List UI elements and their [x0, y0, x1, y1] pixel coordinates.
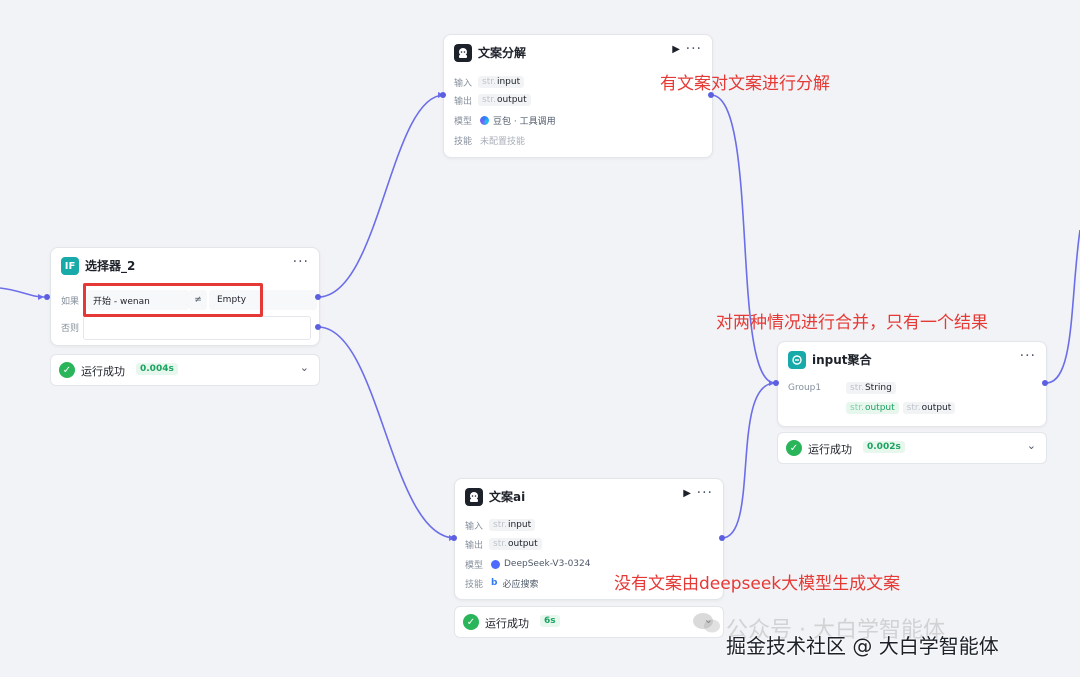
annotation-merge: 对两种情况进行合并，只有一个结果	[716, 313, 988, 333]
llm-node-split[interactable]: 文案分解 ▶ ··· 输入 str.input 输出 str.output 模型…	[443, 34, 713, 158]
edge-selector-split	[317, 94, 445, 298]
more-icon[interactable]: ···	[1019, 348, 1036, 364]
input-row: 输入 str.input	[454, 74, 525, 90]
group-vars-row: str.output str.output	[844, 400, 956, 416]
input-row: 输入 str.input	[465, 517, 536, 533]
port-merge-out[interactable]	[1042, 380, 1048, 386]
input-tag: str.input	[489, 519, 536, 531]
group-row: Group1 str.String	[788, 380, 896, 396]
merge-node[interactable]: input聚合 ··· Group1 str.String str.output…	[777, 341, 1047, 427]
port-selector-in[interactable]	[44, 294, 50, 300]
selector-node[interactable]: IF 选择器_2 ··· 如果 开始 - wenan ≠ Empty 否则	[50, 247, 320, 346]
check-icon: ✓	[59, 362, 75, 378]
edge-ai-merge	[721, 382, 776, 539]
chevron-down-icon[interactable]: ⌄	[704, 613, 713, 626]
annotation-ai: 没有文案由deepseek大模型生成文案	[614, 574, 901, 594]
skill-row: 技能 未配置技能	[454, 136, 526, 147]
condition-value[interactable]: Empty	[209, 290, 317, 310]
merge-icon	[788, 351, 806, 369]
else-row: 否则	[61, 323, 80, 334]
input-tag: str.input	[478, 76, 525, 88]
arrow-selector	[38, 294, 44, 300]
ai-status-bar[interactable]: ✓ 运行成功 6s ⌄	[454, 606, 724, 638]
robot-icon	[454, 44, 472, 62]
else-box[interactable]	[83, 316, 311, 340]
model-row: 模型 DeepSeek-V3-0324	[465, 559, 591, 571]
var-tag-selected[interactable]: str.output	[846, 402, 899, 414]
node-title: input聚合	[812, 353, 872, 367]
var-tag[interactable]: str.output	[902, 402, 956, 414]
if-icon: IF	[61, 257, 79, 275]
node-title: 文案分解	[478, 46, 527, 60]
selector-status-bar[interactable]: ✓ 运行成功 0.004s ⌄	[50, 354, 320, 386]
watermark-wechat: 公众号 · 大白学智能体	[726, 618, 945, 643]
output-tag: str.output	[489, 538, 542, 550]
condition-field[interactable]: 开始 - wenan	[87, 290, 189, 310]
output-tag: str.output	[478, 94, 531, 106]
if-row: 如果	[61, 296, 80, 307]
edge-merge-out	[1045, 229, 1080, 384]
play-icon[interactable]: ▶	[672, 44, 680, 55]
port-merge-in[interactable]	[773, 380, 779, 386]
check-icon: ✓	[463, 614, 479, 630]
more-icon[interactable]: ···	[292, 254, 309, 270]
port-split-in[interactable]	[440, 92, 446, 98]
node-header: 文案分解 ▶ ···	[444, 35, 712, 71]
node-header: input聚合 ···	[778, 342, 1046, 378]
output-row: 输出 str.output	[465, 536, 542, 552]
deepseek-icon	[491, 559, 500, 569]
port-split-out[interactable]	[708, 92, 714, 98]
port-ai-out[interactable]	[719, 535, 725, 541]
port-selector-else-out[interactable]	[315, 324, 321, 330]
play-icon[interactable]: ▶	[683, 488, 691, 499]
condition-operator[interactable]: ≠	[189, 290, 207, 310]
robot-icon	[465, 488, 483, 506]
chevron-down-icon[interactable]: ⌄	[1026, 439, 1036, 452]
check-icon: ✓	[786, 440, 802, 456]
node-header: 文案ai ▶ ···	[455, 479, 723, 515]
doubao-icon	[480, 115, 489, 125]
node-title: 文案ai	[489, 490, 526, 504]
arrow-merge	[769, 380, 775, 386]
chevron-down-icon[interactable]: ⌄	[299, 361, 309, 374]
annotation-split: 有文案对文案进行分解	[660, 74, 830, 94]
port-ai-in[interactable]	[451, 535, 457, 541]
output-row: 输出 str.output	[454, 92, 531, 108]
edge-split-merge	[710, 94, 776, 384]
edge-selector-ai	[317, 326, 456, 539]
group-type-tag: str.String	[846, 382, 896, 394]
bing-icon: b	[491, 578, 498, 588]
node-title: 选择器_2	[85, 259, 136, 273]
watermark-juejin: 掘金技术社区 @ 大白学智能体	[726, 634, 999, 658]
model-row: 模型 豆包 · 工具调用	[454, 115, 556, 127]
port-selector-if-out[interactable]	[315, 294, 321, 300]
highlight-box	[83, 283, 263, 317]
more-icon[interactable]: ···	[696, 485, 713, 501]
llm-node-ai[interactable]: 文案ai ▶ ··· 输入 str.input 输出 str.output 模型…	[454, 478, 724, 600]
edge-start-selector	[0, 287, 45, 298]
node-header: IF 选择器_2 ···	[51, 248, 319, 284]
merge-status-bar[interactable]: ✓ 运行成功 0.002s ⌄	[777, 432, 1047, 464]
more-icon[interactable]: ···	[685, 41, 702, 57]
wechat-icon	[693, 613, 720, 633]
